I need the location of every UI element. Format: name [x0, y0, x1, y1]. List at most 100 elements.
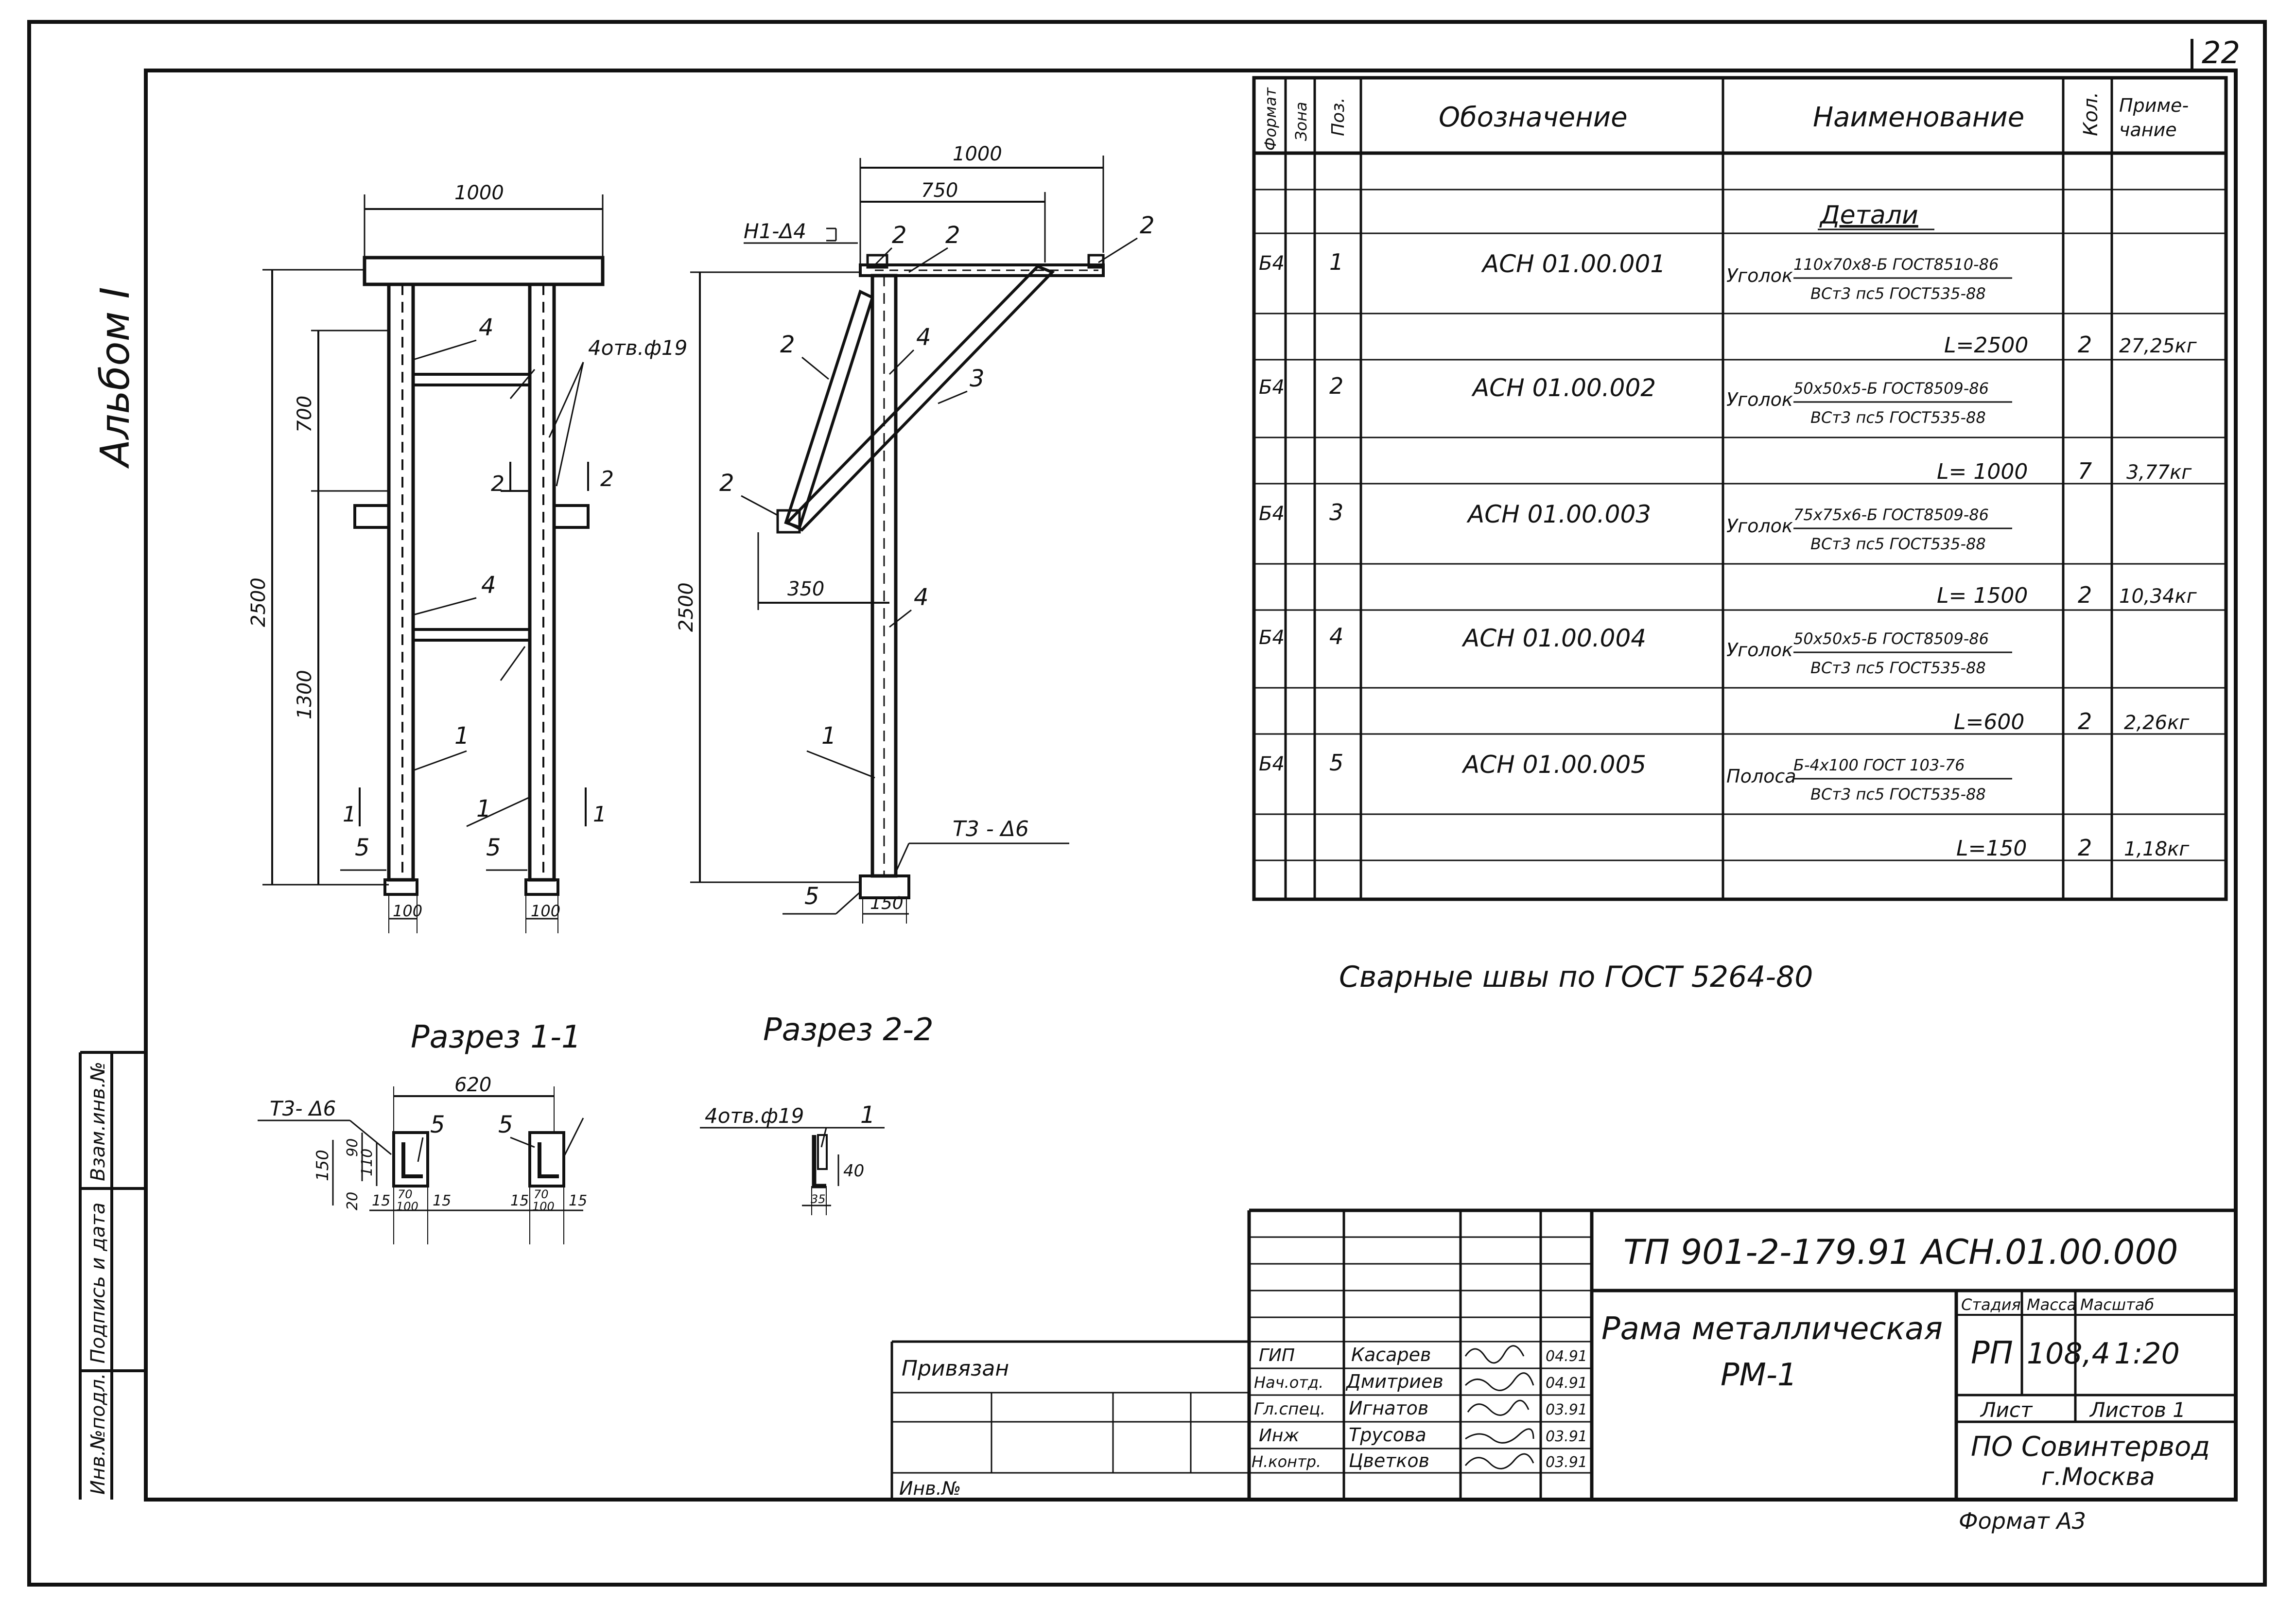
- row-format: Б4: [1259, 503, 1285, 525]
- sheets-label: Листов 1: [2089, 1398, 2186, 1422]
- sheet-label: Лист: [1980, 1398, 2033, 1422]
- section-1-1-dim-90: 90: [344, 1138, 361, 1157]
- section-1-1-dim-70-b: 70: [534, 1188, 549, 1201]
- row-designation: АСН 01.00.005: [1461, 751, 1646, 779]
- section-1-1-dim-20: 20: [344, 1192, 361, 1210]
- row-spec-bottom: ВСт3 пс5 ГОСТ535-88: [1810, 785, 1986, 804]
- row-pos: 4: [1329, 623, 1343, 649]
- section-1-1-title: Разрез 1-1: [411, 1019, 581, 1055]
- side-pos4-b: 4: [914, 584, 929, 611]
- role-0: ГИП: [1259, 1345, 1295, 1365]
- outer-border: [27, 20, 2267, 1587]
- front-foot-right: 100: [531, 902, 560, 920]
- row-type: Полоса: [1726, 766, 1796, 787]
- section-1-1-pos5-a: 5: [430, 1111, 445, 1138]
- section-1-1-dim-100-a: 100: [396, 1200, 418, 1213]
- section-2-2: Разрез 2-2 4отв.ф19 1 40 35: [700, 1012, 934, 1215]
- scale-value: 1:20: [2114, 1337, 2180, 1371]
- weld-note: Сварные швы по ГОСТ 5264-80: [1339, 960, 1813, 994]
- front-pos5-left: 5: [355, 834, 370, 861]
- hdr-note-2: чание: [2119, 119, 2177, 140]
- signature-4: [1464, 1453, 1534, 1469]
- name-1: Дмитриев: [1345, 1371, 1444, 1392]
- stage-label: Стадия: [1961, 1295, 2021, 1314]
- row-spec-top: 50x50x5-Б ГОСТ8509-86: [1793, 629, 1989, 648]
- date-0: 04.91: [1546, 1348, 1587, 1365]
- front-pos4-bottom: 4: [481, 572, 496, 599]
- dim-front-lower: 1300: [294, 670, 316, 719]
- row-type: Уголок: [1726, 515, 1793, 537]
- front-cut2-left: 2: [491, 472, 504, 496]
- name-0: Касарев: [1351, 1344, 1431, 1365]
- section-1-1-dim-70-a: 70: [398, 1188, 413, 1201]
- section-1-1-dim-100-b: 100: [532, 1200, 555, 1213]
- format-note: Формат А3: [1959, 1508, 2086, 1534]
- side-pos2-a: 2: [892, 222, 907, 249]
- front-pos5-right: 5: [486, 834, 501, 861]
- section-2-2-title: Разрез 2-2: [763, 1012, 934, 1048]
- front-cut1-left: 1: [343, 802, 356, 827]
- row-pos: 3: [1329, 499, 1343, 525]
- signature-0: [1464, 1345, 1525, 1364]
- section-1-1-dim-150: 150: [313, 1150, 332, 1181]
- date-2: 03.91: [1546, 1401, 1587, 1418]
- front-cut1-right: 1: [593, 802, 607, 827]
- section-1-1-pos5-b: 5: [498, 1111, 513, 1138]
- row-qty: 2: [2078, 708, 2092, 734]
- dim-front-upper: 700: [294, 396, 316, 433]
- row-pos: 5: [1329, 750, 1343, 776]
- row-length: L= 1500: [1937, 583, 2028, 608]
- section-1-1: Разрез 1-1 Т3- Δ6 620 5 5 150 90 110 20 …: [258, 1019, 587, 1244]
- row-pos: 2: [1329, 373, 1343, 399]
- page-number: 22: [2202, 35, 2240, 70]
- row-format: Б4: [1259, 753, 1285, 775]
- hdr-zone: Зона: [1292, 102, 1310, 141]
- left-strip: Инв.№подл. Подпись и дата Взам.инв.№: [79, 1051, 146, 1500]
- org-line-2: г.Москва: [2041, 1463, 2155, 1491]
- section-1-1-weld: Т3- Δ6: [270, 1097, 336, 1120]
- date-1: 04.91: [1546, 1375, 1587, 1392]
- row-note: 10,34кг: [2119, 585, 2197, 608]
- weld-bottom: Т3 - Δ6: [953, 817, 1029, 841]
- row-spec-top: 110x70x8-Б ГОСТ8510-86: [1793, 255, 1999, 274]
- row-note: 27,25кг: [2119, 335, 2197, 357]
- side-pos4-a: 4: [916, 324, 931, 351]
- row-pos: 1: [1329, 249, 1343, 275]
- hdr-format: Формат: [1261, 87, 1280, 151]
- hdr-designation: Обозначение: [1439, 102, 1628, 133]
- vzam-label: Взам.инв.№: [87, 1062, 109, 1181]
- hdr-qty: Кол.: [2080, 92, 2102, 136]
- dim-side-height: 2500: [675, 582, 697, 632]
- signature-1: [1464, 1372, 1534, 1391]
- side-pos3: 3: [970, 365, 985, 392]
- row-designation: АСН 01.00.004: [1461, 624, 1646, 652]
- dim-side-total: 1000: [953, 143, 1002, 165]
- drawing-title-2: РМ-1: [1721, 1357, 1797, 1393]
- row-designation: АСН 01.00.003: [1466, 500, 1651, 528]
- row-spec-top: Б-4x100 ГОСТ 103-76: [1793, 756, 1965, 774]
- row-type: Уголок: [1726, 389, 1793, 410]
- row-note: 2,26кг: [2124, 712, 2190, 734]
- row-spec-top: 50x50x5-Б ГОСТ8509-86: [1793, 379, 1989, 398]
- section-2-2-dim-40: 40: [843, 1161, 864, 1181]
- stage-value: РП: [1971, 1335, 2013, 1371]
- section-1-1-dim-15-a: 15: [372, 1192, 390, 1209]
- inner-frame: [144, 69, 2238, 1502]
- row-spec-top: 75x75x6-Б ГОСТ8509-86: [1793, 506, 1989, 524]
- role-3: Инж: [1259, 1426, 1299, 1446]
- row-type: Уголок: [1726, 265, 1793, 286]
- side-pos5: 5: [804, 883, 819, 910]
- row-length: L=2500: [1944, 333, 2028, 358]
- section-2-2-holes: 4отв.ф19: [705, 1104, 804, 1128]
- date-4: 03.91: [1546, 1454, 1587, 1471]
- inv-no-label: Инв.№: [899, 1478, 961, 1499]
- role-1: Нач.отд.: [1254, 1373, 1323, 1392]
- inv-podl-label: Инв.№подл.: [87, 1373, 109, 1495]
- album-label: Альбом I: [92, 287, 139, 469]
- title-block: Привязан Инв.№ ГИП Касарев 04.91 Нач.отд…: [890, 1208, 2236, 1500]
- row-format: Б4: [1259, 376, 1285, 399]
- signature-3: [1465, 1428, 1534, 1444]
- section-1-1-dim-620: 620: [454, 1074, 491, 1096]
- row-spec-bottom: ВСт3 пс5 ГОСТ535-88: [1810, 535, 1986, 553]
